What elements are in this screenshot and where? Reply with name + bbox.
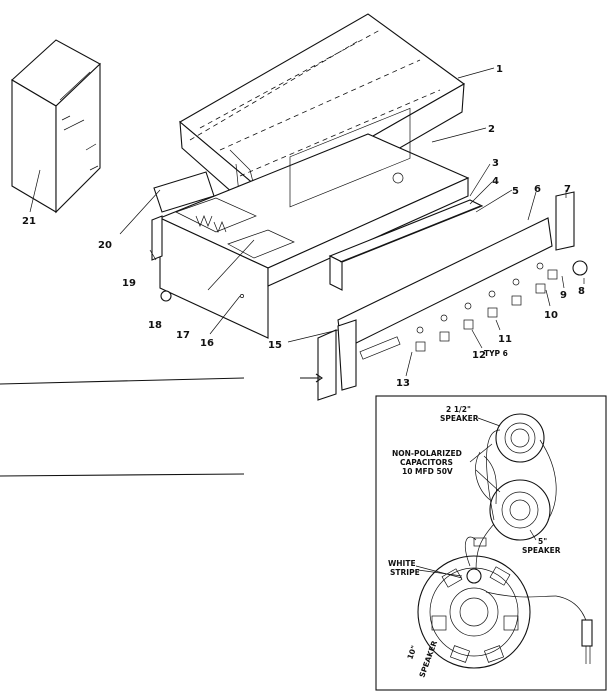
callout-15: 15 [268,340,282,351]
label-5-speaker-size: 5" [538,537,547,546]
label-white-stripe-2: STRIPE [390,568,420,577]
knob-part-18 [160,290,172,302]
label-white-stripe-1: WHITE [388,559,416,568]
label-capacitors-1: NON-POLARIZED [392,449,462,458]
callout-3: 3 [492,158,499,169]
callout-6: 6 [534,184,541,195]
label-2-5-speaker-size: 2 1/2" [446,405,471,414]
callout-16: 16 [200,338,214,349]
callout-1: 1 [496,64,503,75]
callout-numbers: 1 2 3 4 5 6 7 8 9 10 11 TYP 6 12 13 15 1… [22,64,585,389]
callout-typ6: TYP 6 [484,349,508,358]
callout-17: 17 [176,330,190,341]
base-cabinet-part-16 [151,107,470,339]
callout-18: 18 [148,320,162,331]
callout-8: 8 [578,286,585,297]
leader-lines [29,67,585,377]
label-5-speaker: SPEAKER [522,546,561,555]
divider-line-lower [0,473,245,477]
speaker-2-5-inch [495,413,545,463]
side-trim-part-14 [317,329,337,401]
speaker-cabinet-part-21 [11,39,101,214]
wiring [415,429,593,664]
callout-12: 12 [472,350,486,361]
speaker-5-inch [489,479,551,541]
speaker-10-inch [417,555,531,669]
wiring-label-leaders [417,417,537,577]
callout-4: 4 [492,176,499,187]
screw-part [300,373,323,383]
front-panel-part-6 [337,191,588,391]
divider-line-upper [0,377,245,385]
callout-5: 5 [512,186,519,197]
callout-19: 19 [122,278,136,289]
callout-2: 2 [488,124,495,135]
label-capacitors-3: 10 MFD 50V [402,467,453,476]
wiring-diagram-panel: 2 1/2" SPEAKER NON-POLARIZED CAPACITORS … [375,395,607,691]
chassis-rails-parts-3-4 [328,199,484,291]
callout-9: 9 [560,290,567,301]
callout-20: 20 [98,240,112,251]
callout-21: 21 [22,216,36,227]
callout-13: 13 [396,378,410,389]
label-capacitors-2: CAPACITORS [400,458,453,467]
label-2-5-speaker: SPEAKER [440,414,479,423]
callout-7: 7 [564,184,571,195]
callout-10: 10 [544,310,558,321]
callout-11: 11 [498,334,512,345]
